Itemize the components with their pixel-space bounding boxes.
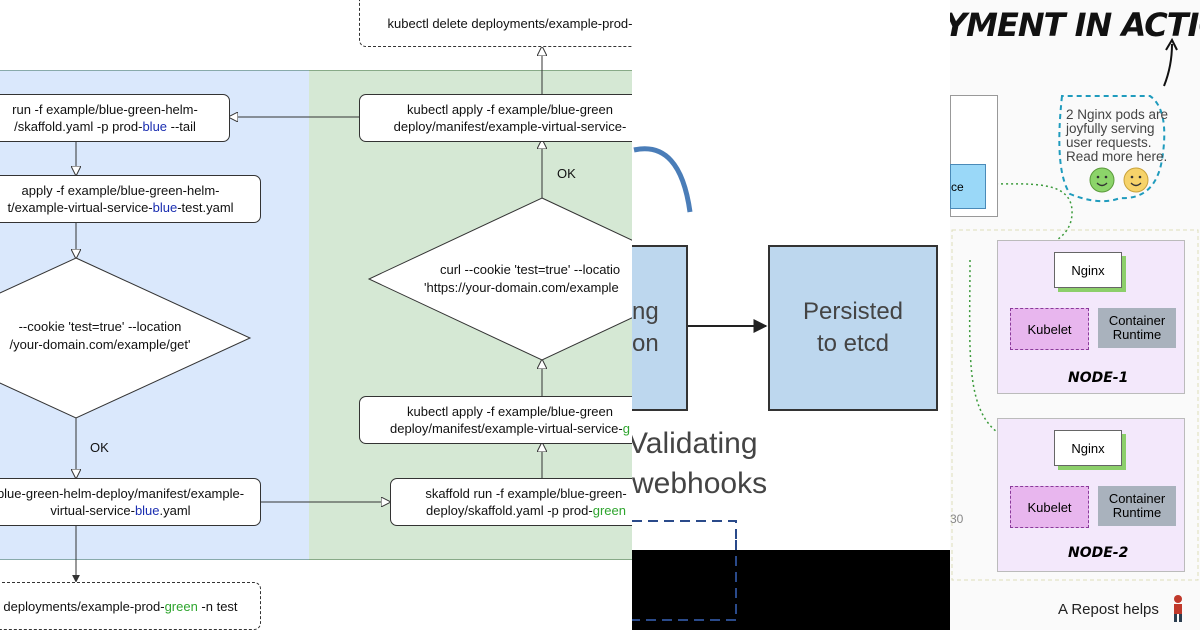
right-decision-diamond	[367, 197, 632, 361]
person-icon	[1174, 595, 1182, 622]
apply-virtual-service-green-box: kubectl apply -f example/blue-green depl…	[359, 396, 632, 444]
note-bubble-outline	[1058, 95, 1166, 203]
port-label: 30	[950, 512, 964, 526]
service-box: ce	[950, 164, 986, 209]
left-ok-label: OK	[90, 440, 109, 455]
repost-text[interactable]: A Repost helps	[1058, 601, 1159, 618]
cluster-outline	[951, 229, 1199, 581]
kubelet-node-1: Kubelet	[1010, 308, 1089, 350]
skaffold-run-green-box: skaffold run -f example/blue-green- depl…	[390, 478, 632, 526]
deployment-panel: YMENT IN ACTION! ce 2 Nginx pods are joy…	[950, 0, 1200, 630]
happy-face-green-icon	[1089, 167, 1115, 193]
left-diamond-text: --cookie 'test=true' --location /your-do…	[9, 319, 191, 352]
note-text: 2 Nginx pods are joyfully serving user r…	[1066, 107, 1169, 164]
node-1-label: NODE-1	[1068, 370, 1129, 386]
left-decision-diamond	[0, 257, 252, 419]
apply-virtual-service-top-box: kubectl apply -f example/blue-green depl…	[359, 94, 632, 142]
mutating-admission-box: ng on	[632, 245, 688, 411]
pointer-arrow	[1163, 43, 1173, 87]
validating-webhooks-label: Validating webhooks	[632, 427, 768, 500]
kubectl-apply-blue-test-box: apply -f example/blue-green-helm- t/exam…	[0, 175, 261, 223]
nginx-pod-node-2: Nginx	[1054, 430, 1122, 466]
happy-face-yellow-icon	[1123, 167, 1149, 193]
deployment-title: YMENT IN ACTION!	[950, 6, 1200, 44]
admission-panel: ng on Persisted to etcd Validating webho…	[632, 0, 950, 630]
skaffold-run-blue-box: run -f example/blue-green-helm- /skaffol…	[0, 94, 230, 142]
persisted-etcd-box: Persisted to etcd	[768, 245, 938, 411]
flowchart-panel: kubectl delete deployments/example-prod-…	[0, 0, 632, 630]
apply-blue-manifest-box: blue-green-helm-deploy/manifest/example-…	[0, 478, 261, 526]
top-delete-command: kubectl delete deployments/example-prod-	[359, 0, 632, 47]
node-2-label: NODE-2	[1068, 545, 1129, 561]
dashed-overlay	[632, 540, 737, 621]
right-ok-label: OK	[557, 166, 576, 181]
curved-arrow-arc	[633, 146, 693, 213]
nginx-pod-node-1: Nginx	[1054, 252, 1122, 288]
kubelet-node-2: Kubelet	[1010, 486, 1089, 528]
right-diamond-text: curl --cookie 'test=true' --locatio 'htt…	[424, 262, 621, 295]
delete-green-deployment-box: deployments/example-prod-green -n test	[0, 582, 261, 630]
black-footer-block	[632, 550, 950, 630]
flowchart-connectors	[0, 0, 632, 583]
deployment-connectors	[951, 37, 1199, 581]
